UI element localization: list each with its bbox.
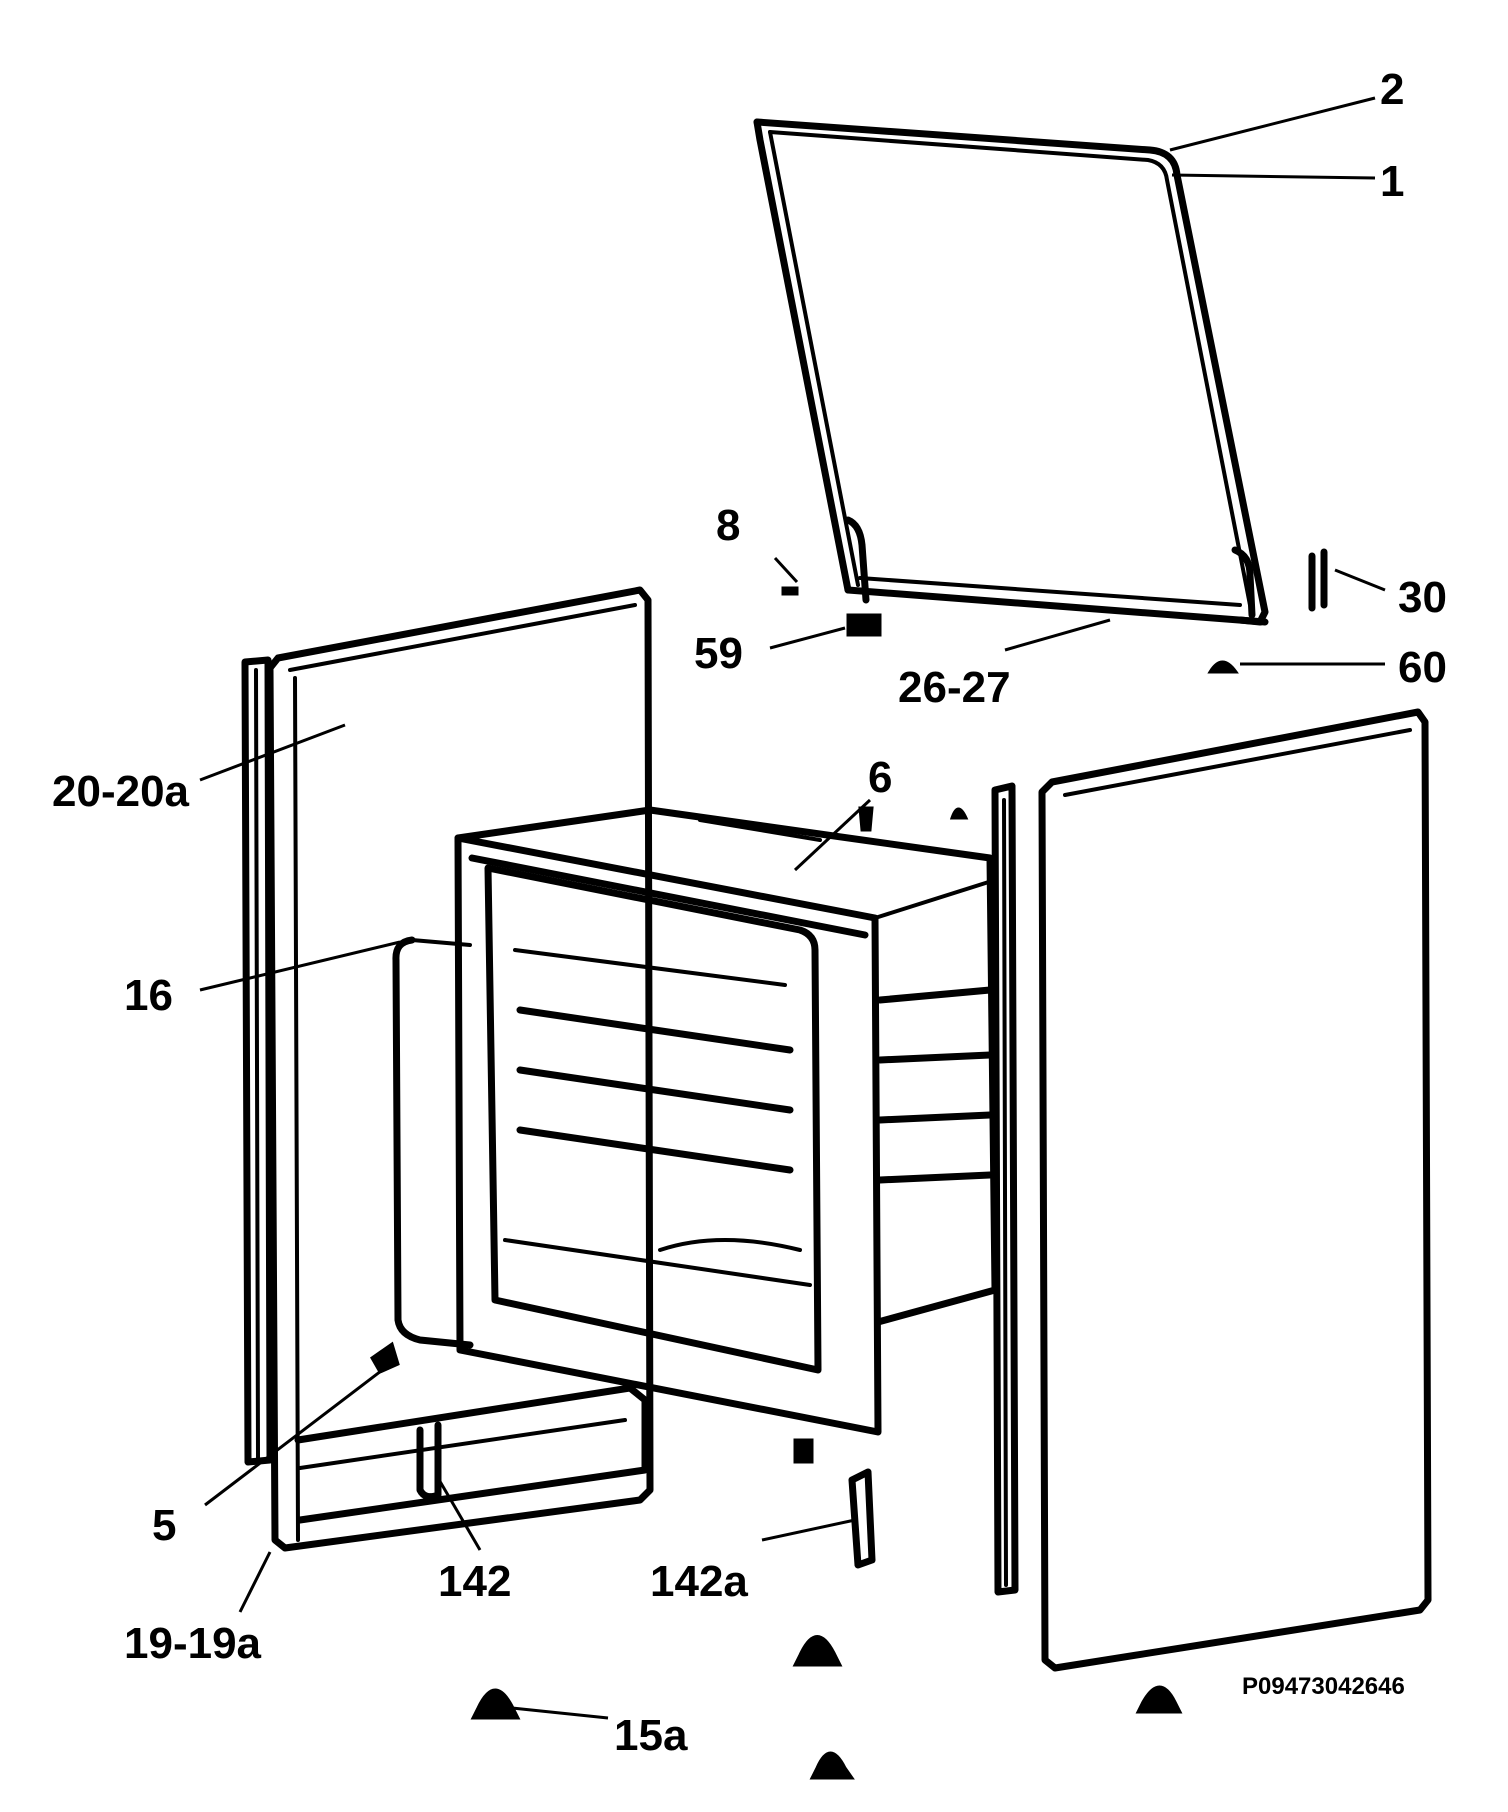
label-1: 1 xyxy=(1380,157,1404,206)
part-5-screw xyxy=(370,1341,400,1374)
leader-lines xyxy=(199,96,1386,1720)
foot-3 xyxy=(809,1751,855,1780)
part-8-screw xyxy=(781,586,799,596)
drawing-code: P09473042646 xyxy=(1242,1673,1405,1700)
label-5: 5 xyxy=(152,1501,176,1550)
foot-4 xyxy=(1135,1685,1183,1714)
label-20-20a: 20-20a xyxy=(52,767,190,816)
right-side-panel xyxy=(1038,708,1432,1672)
left-side-panel xyxy=(241,586,654,1552)
label-26-27: 26-27 xyxy=(898,663,1011,712)
label-59: 59 xyxy=(694,629,743,678)
foot-2 xyxy=(792,1635,843,1667)
top-lid-panel xyxy=(753,118,1269,626)
cavity-foot xyxy=(793,1438,814,1464)
part-59-hinge xyxy=(846,613,882,637)
label-19-19a: 19-19a xyxy=(124,1619,262,1668)
label-2: 2 xyxy=(1380,65,1404,114)
label-30: 30 xyxy=(1398,573,1447,622)
label-142: 142 xyxy=(438,1557,511,1606)
part-6-screw xyxy=(858,806,874,832)
label-16: 16 xyxy=(124,971,173,1020)
door-seal xyxy=(392,936,474,1349)
part-142a-hinge xyxy=(848,1468,876,1569)
part-60-foot xyxy=(1207,660,1239,674)
foot-1 xyxy=(470,1688,521,1720)
label-6: 6 xyxy=(868,753,892,802)
part-30-clip xyxy=(1308,548,1328,612)
label-60: 60 xyxy=(1398,643,1447,692)
oven-cavity xyxy=(454,806,999,1436)
bottom-frame xyxy=(294,1384,649,1524)
vertical-trim-strip xyxy=(991,782,1019,1596)
label-15a: 15a xyxy=(614,1711,688,1760)
label-142a: 142a xyxy=(650,1557,748,1606)
label-8: 8 xyxy=(716,501,740,550)
